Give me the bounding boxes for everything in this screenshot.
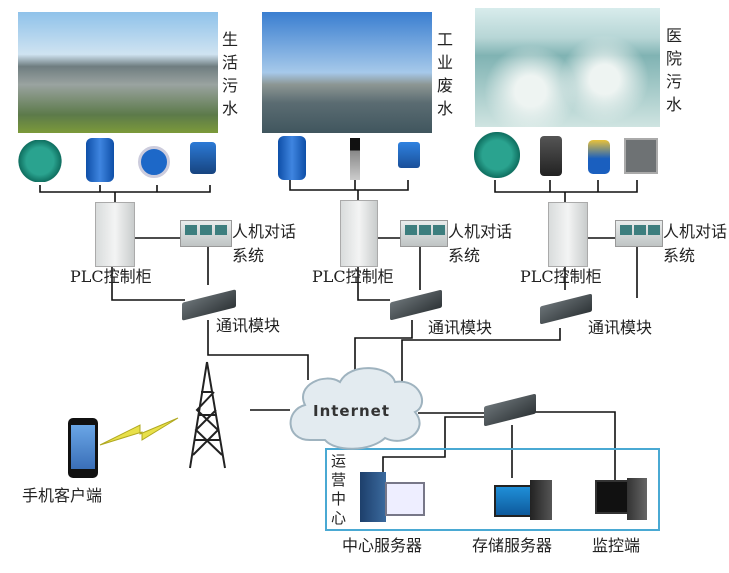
- hospital-wastewater-photo: [475, 8, 660, 127]
- plc-cabinet-icon: [548, 202, 588, 267]
- server-label: 中心服务器: [342, 536, 423, 555]
- storage-server-tower-icon: [530, 480, 552, 520]
- radio-tower-icon: [189, 361, 226, 469]
- submersible-pump-icon: [540, 136, 562, 176]
- domestic-sewage-photo: [18, 12, 218, 133]
- comm-label: 通讯模块: [588, 318, 653, 337]
- ops-center-box: [325, 448, 660, 531]
- monitor-icon: [385, 482, 425, 516]
- dosing-pump-icon: [588, 140, 610, 174]
- mobile-phone-icon: [68, 418, 98, 478]
- industrial-wastewater-photo: [262, 12, 432, 133]
- server-label: 存储服务器: [472, 536, 553, 555]
- source-label: 生活污水: [222, 30, 239, 118]
- plc-label: PLC控制柜: [520, 267, 602, 286]
- sensor-icon: [350, 138, 360, 180]
- plc-cabinet-icon: [95, 202, 135, 267]
- hmi-terminal-icon: [400, 220, 448, 247]
- pump-icon: [86, 138, 114, 182]
- blower-icon: [474, 132, 520, 178]
- storage-server-monitor-icon: [494, 485, 534, 517]
- source-label: 医院污水: [666, 26, 683, 114]
- comm-label: 通讯模块: [216, 316, 281, 335]
- mobile-label: 手机客户端: [22, 486, 103, 505]
- monitoring-tower-icon: [627, 478, 647, 520]
- analyzer-icon: [624, 138, 658, 174]
- monitoring-monitor-icon: [595, 480, 629, 514]
- plc-cabinet-icon: [340, 200, 378, 267]
- hmi-label: 人机对话系统: [232, 222, 297, 265]
- pump-icon: [278, 136, 306, 180]
- meter-icon: [190, 142, 216, 174]
- ops-center-label: 运营中心: [331, 452, 347, 527]
- hmi-label: 人机对话系统: [663, 222, 728, 265]
- hmi-terminal-icon: [615, 220, 663, 247]
- hmi-label: 人机对话系统: [448, 222, 513, 265]
- hmi-terminal-icon: [180, 220, 232, 247]
- flowmeter-icon: [138, 146, 170, 178]
- plc-label: PLC控制柜: [312, 267, 394, 286]
- meter-icon: [398, 142, 420, 168]
- server-tower-icon: [360, 472, 386, 522]
- server-label: 监控端: [592, 536, 641, 555]
- internet-cloud: [289, 367, 424, 450]
- source-label: 工业废水: [437, 30, 454, 118]
- blower-icon: [18, 140, 62, 182]
- comm-label: 通讯模块: [428, 318, 493, 337]
- wireless-signal-icon: [99, 417, 179, 446]
- plc-label: PLC控制柜: [70, 267, 152, 286]
- internet-label: Internet: [313, 402, 391, 420]
